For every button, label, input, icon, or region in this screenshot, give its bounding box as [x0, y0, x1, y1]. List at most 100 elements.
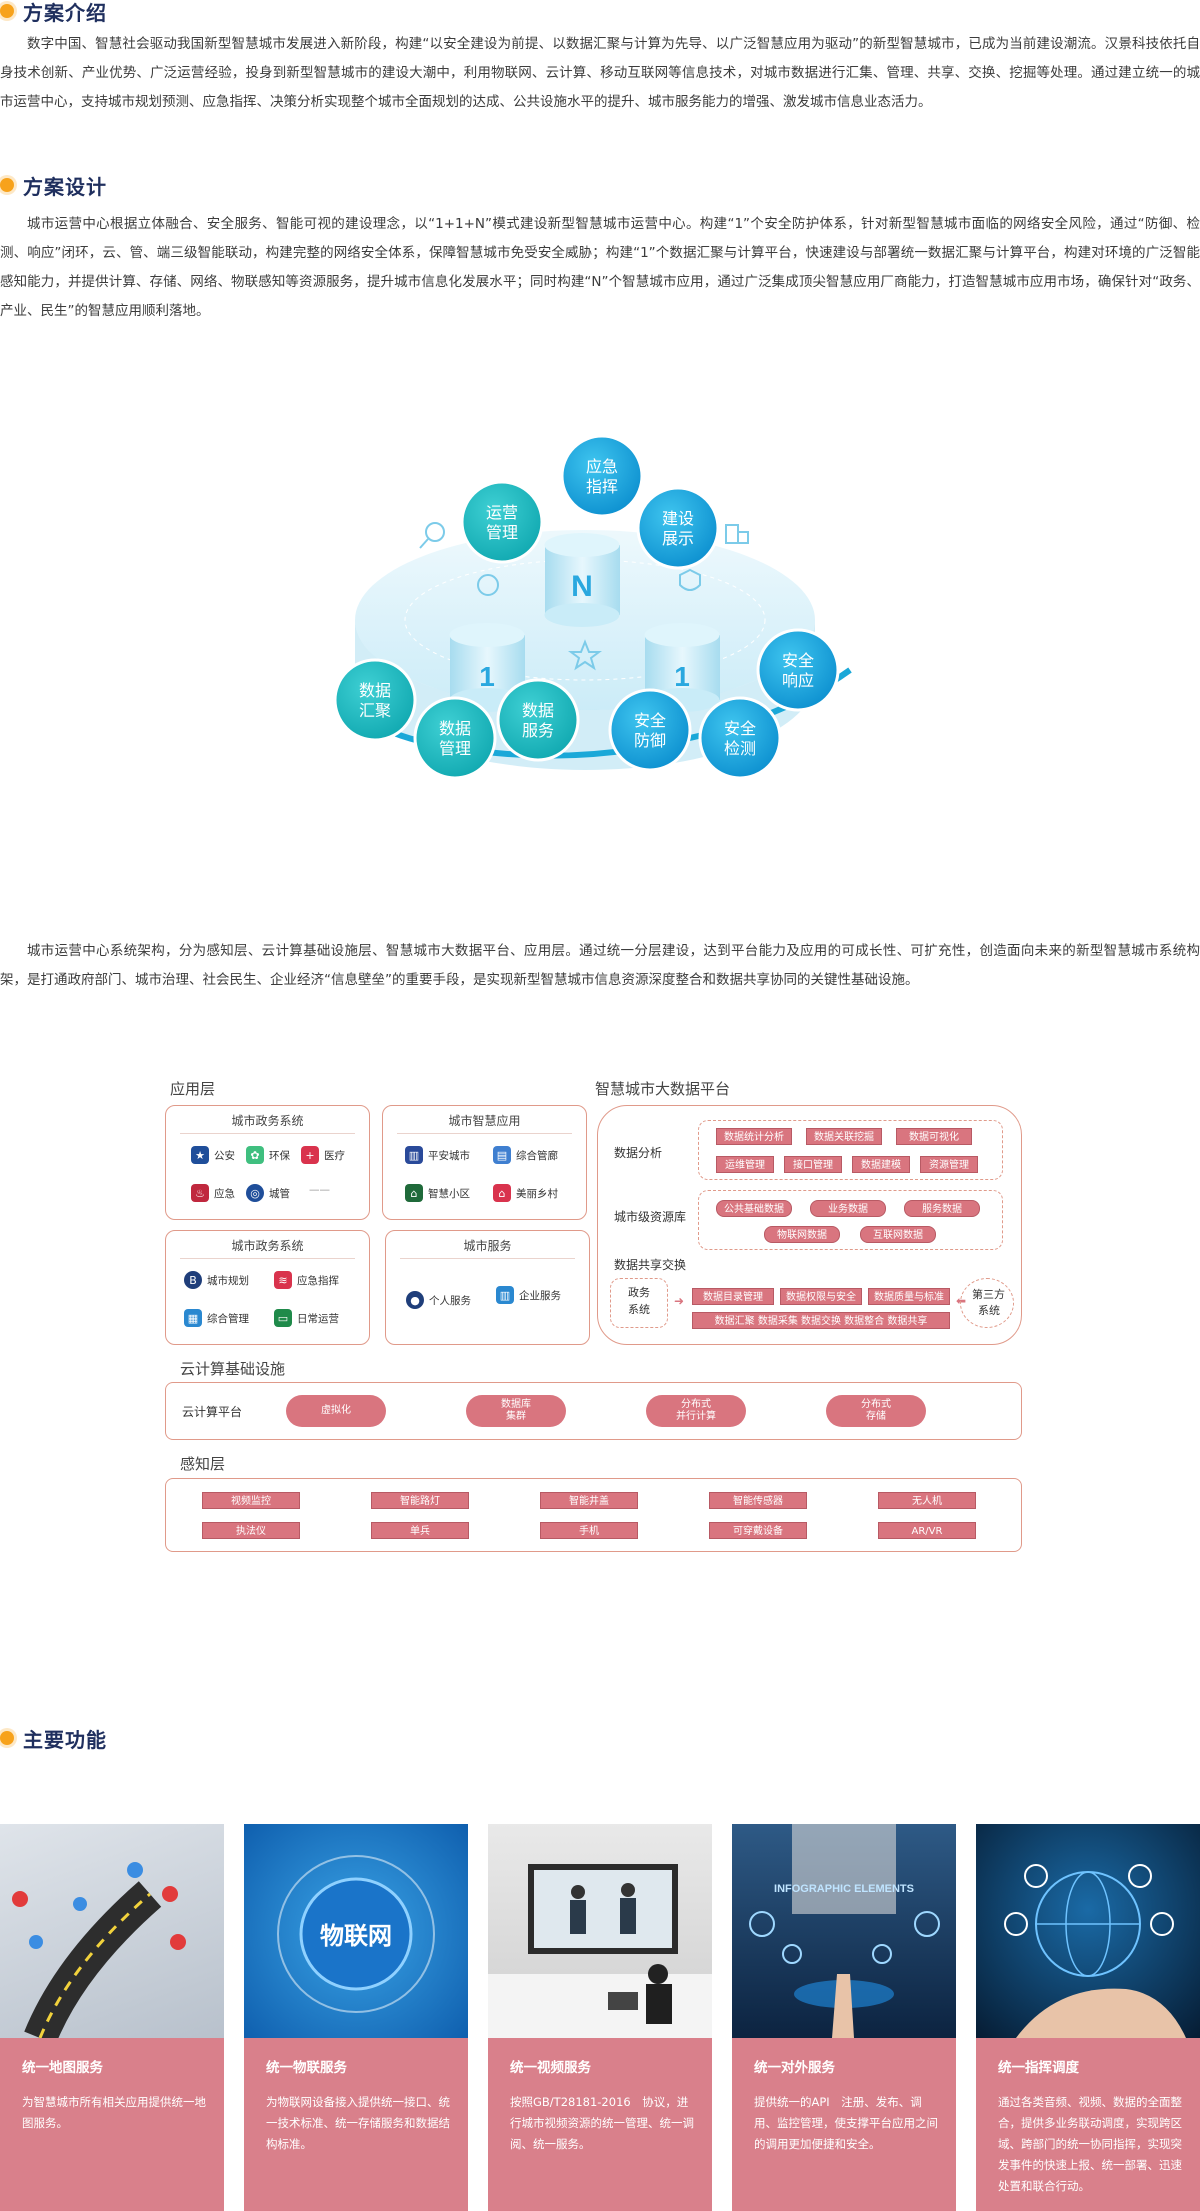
svg-text:安全: 安全	[724, 719, 756, 738]
diagram-bubble: 应急指挥	[560, 434, 644, 518]
icon-item: +医疗	[301, 1146, 345, 1164]
svg-text:1: 1	[479, 661, 495, 692]
pipe-icon: ▤	[493, 1146, 511, 1164]
icon-item: ★公安	[191, 1146, 235, 1164]
icon-item: ——	[309, 1184, 330, 1196]
svg-text:数据: 数据	[522, 701, 554, 720]
map-pin-icon	[12, 1891, 28, 1907]
exchange-label: 数据共享交换	[614, 1258, 687, 1272]
svg-text:数据: 数据	[359, 681, 391, 700]
app-layer-label: 应用层	[170, 1080, 216, 1098]
shield-icon	[679, 568, 701, 591]
tag: 数据目录管理	[692, 1288, 774, 1305]
sense-layer-label: 感知层	[180, 1455, 226, 1473]
city-service-box: 城市服务 ●个人服务 ▥企业服务	[385, 1230, 590, 1345]
gov-system-box-1: 城市政务系统 ★公安 ✿环保 +医疗 ♨应急 ◎城管 ——	[165, 1105, 370, 1220]
plan-icon: B	[184, 1271, 202, 1289]
svg-text:服务: 服务	[522, 721, 554, 740]
village-icon: ⌂	[493, 1184, 511, 1202]
community-icon: ⌂	[405, 1184, 423, 1202]
icon-item: ⌂美丽乡村	[493, 1184, 558, 1202]
tag: 数据权限与安全	[780, 1288, 862, 1305]
grid-icon: ▦	[184, 1309, 202, 1327]
cylinder-n: N	[544, 533, 620, 627]
arch-paragraph: 城市运营中心系统架构，分为感知层、云计算基础设施层、智慧城市大数据平台、应用层。…	[0, 943, 1200, 988]
tag: 服务数据	[904, 1200, 980, 1217]
command-icon: ≋	[274, 1271, 292, 1289]
feature-cards: 统一地图服务 为智慧城市所有相关应用提供统一地图服务。 物联网 统一物联服务 为…	[0, 1824, 1200, 2211]
svg-text:展示: 展示	[662, 529, 694, 548]
svg-text:检测: 检测	[724, 739, 756, 758]
city-mgmt-icon: ◎	[246, 1184, 264, 1202]
tag: 数据统计分析	[716, 1128, 792, 1145]
gov-system-node	[610, 1278, 668, 1328]
tag: 业务数据	[810, 1200, 886, 1217]
cylinder-right: 1	[644, 623, 720, 712]
svg-text:汇聚: 汇聚	[359, 701, 391, 720]
map-pin-icon	[162, 1886, 178, 1902]
svg-text:1: 1	[674, 661, 690, 692]
design-paragraph: 城市运营中心根据立体融合、安全服务、智能可视的建设理念，以“1+1+N”模式建设…	[0, 216, 1200, 319]
icon-item: ⌂智慧小区	[405, 1184, 470, 1202]
video-meeting-image	[488, 1824, 712, 2038]
feature-card-api[interactable]: INFOGRAPHIC ELEMENTS 统一对外服务 提供统一的API 注册、…	[732, 1824, 956, 2211]
tag: 可穿戴设备	[709, 1522, 807, 1539]
map-image	[0, 1824, 224, 2038]
icon-item: ♨应急	[191, 1184, 235, 1202]
person-icon: ●	[406, 1291, 424, 1309]
svg-text:管理: 管理	[486, 523, 518, 542]
svg-text:N: N	[571, 570, 593, 603]
tag: AR/VR	[878, 1522, 976, 1539]
bigdata-label: 智慧城市大数据平台	[595, 1080, 731, 1098]
alarm-icon: ♨	[191, 1184, 209, 1202]
sun-icon	[0, 1731, 14, 1745]
feature-card-map[interactable]: 统一地图服务 为智慧城市所有相关应用提供统一地图服务。	[0, 1824, 224, 2211]
tag: 智能路灯	[371, 1492, 469, 1509]
svg-text:防御: 防御	[634, 731, 666, 750]
svg-text:应急: 应急	[586, 457, 618, 476]
svg-text:INFOGRAPHIC ELEMENTS: INFOGRAPHIC ELEMENTS	[774, 1883, 914, 1895]
operations-center-diagram: N 1 1 应急指挥运营管理建设展示数据汇聚数据管理数据服务安全防御安全检测安全…	[320, 420, 870, 820]
map-pin-icon	[170, 1934, 186, 1950]
tag: 资源管理	[920, 1156, 978, 1173]
icon-item: ✿环保	[246, 1146, 290, 1164]
map-pin-icon	[29, 1935, 43, 1949]
globe-image	[976, 1824, 1200, 2038]
sun-icon	[0, 4, 14, 18]
feature-card-command[interactable]: 统一指挥调度 通过各类音频、视频、数据的全面整合，提供多业务联动调度，实现跨区域…	[976, 1824, 1200, 2211]
tag: 数据建模	[852, 1156, 910, 1173]
bigdata-platform-box: 数据分析 数据统计分析 数据关联挖掘 数据可视化 运维管理 接口管理 数据建模 …	[597, 1105, 1022, 1345]
diagram-svg: N 1 1 应急指挥运营管理建设展示数据汇聚数据管理数据服务安全防御安全检测安全…	[333, 434, 852, 780]
svg-text:管理: 管理	[439, 739, 471, 758]
tag: 互联网数据	[860, 1226, 936, 1243]
cloud-item: 分布式存储	[826, 1395, 926, 1427]
city-icon: ▥	[405, 1146, 423, 1164]
tag: 数据关联挖掘	[806, 1128, 882, 1145]
tag: 执法仪	[202, 1522, 300, 1539]
svg-text:安全: 安全	[634, 711, 666, 730]
svg-text:运营: 运营	[486, 503, 518, 522]
search-icon	[425, 522, 445, 542]
leaf-icon: ✿	[246, 1146, 264, 1164]
tag: 数据汇聚 数据采集 数据交换 数据整合 数据共享	[692, 1312, 950, 1329]
feature-card-iot[interactable]: 物联网 统一物联服务 为物联网设备接入提供统一接口、统一技术标准、统一存储服务和…	[244, 1824, 468, 2211]
resource-area	[698, 1190, 1003, 1250]
cylinder-left: 1	[449, 623, 525, 712]
cloud-platform-label: 云计算平台	[182, 1405, 243, 1419]
sun-icon	[0, 178, 14, 192]
building-icon	[725, 524, 739, 544]
map-pin-icon	[73, 1897, 87, 1911]
smart-app-box: 城市智慧应用 ▥平安城市 ▤综合管廊 ⌂智慧小区 ⌂美丽乡村	[382, 1105, 587, 1220]
network-icon	[568, 639, 602, 671]
tag: 数据可视化	[896, 1128, 972, 1145]
feature-card-video[interactable]: 统一视频服务 按照GB/T28181-2016 协议，进行城市视频资源的统一管理…	[488, 1824, 712, 2211]
tag: 单兵	[371, 1522, 469, 1539]
cloud-layer-label: 云计算基础设施	[180, 1360, 286, 1378]
icon-item: ▦综合管理	[184, 1309, 249, 1327]
